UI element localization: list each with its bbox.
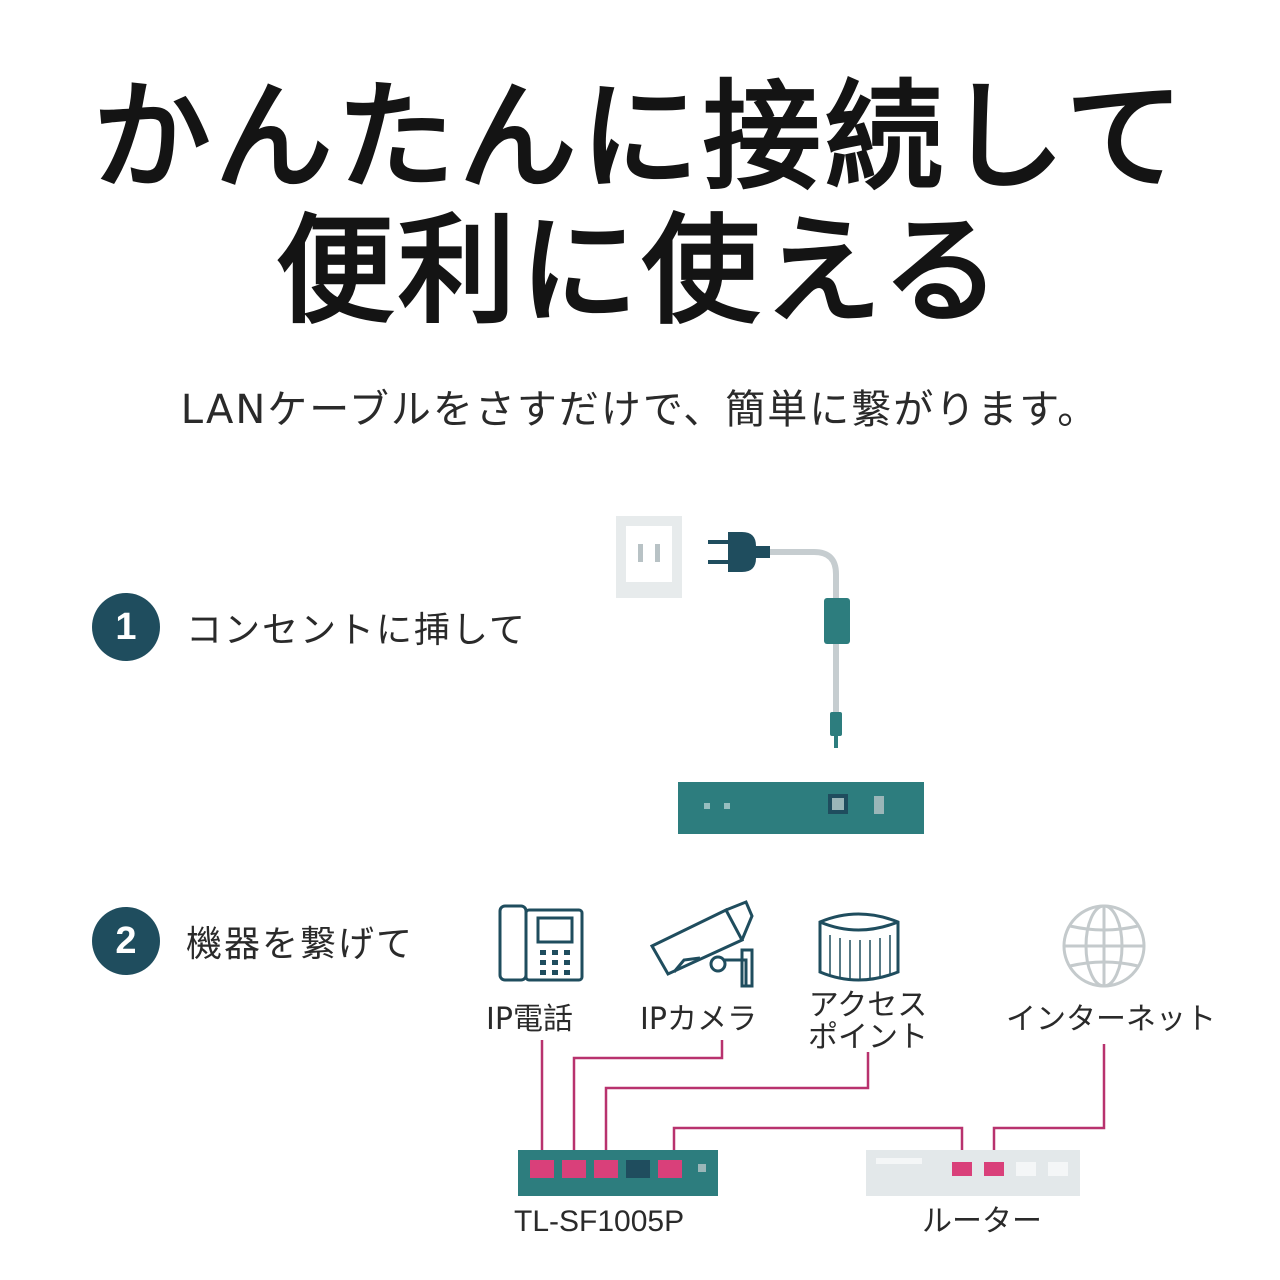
- access-point-icon: [818, 912, 900, 982]
- device-label-ip-camera: IPカメラ: [640, 1002, 757, 1037]
- switch-tl-sf1005p: [518, 1150, 718, 1196]
- step-number-badge: 2: [92, 907, 160, 975]
- step-2: 2 機器を繋げて: [92, 906, 414, 976]
- power-outlet-icon: [616, 516, 682, 598]
- device-label-access-point-line1: アクセス: [808, 988, 928, 1023]
- headline-line-1: かんたんに接続して: [92, 68, 1188, 206]
- step-1: 1 コンセントに挿して: [92, 592, 527, 662]
- power-plug-icon: [708, 532, 770, 572]
- router-label: ルーター: [922, 1204, 1042, 1239]
- headline-line-2: 便利に使える: [275, 202, 1005, 340]
- device-label-access-point-line2: ポイント: [808, 1019, 928, 1055]
- lan-cables: [540, 1040, 1106, 1162]
- device-label-ip-phone: IP電話: [486, 1002, 573, 1037]
- subtitle: LANケーブルをさすだけで、簡単に繋がります。: [180, 387, 1100, 433]
- router: [866, 1150, 1080, 1196]
- device-label-internet: インターネット: [1006, 1002, 1216, 1037]
- ip-phone-icon: [498, 904, 584, 982]
- switch-rear-panel: [678, 782, 924, 834]
- power-cable: [770, 549, 850, 748]
- globe-icon: [1062, 904, 1146, 988]
- step-number-badge: 1: [92, 593, 160, 661]
- device-label-access-point: アクセス ポイント: [808, 990, 928, 1053]
- step-text: コンセントに挿して: [186, 610, 527, 651]
- step-text: 機器を繋げて: [186, 924, 415, 965]
- switch-label: TL-SF1005P: [514, 1205, 685, 1238]
- ip-camera-icon: [649, 900, 754, 988]
